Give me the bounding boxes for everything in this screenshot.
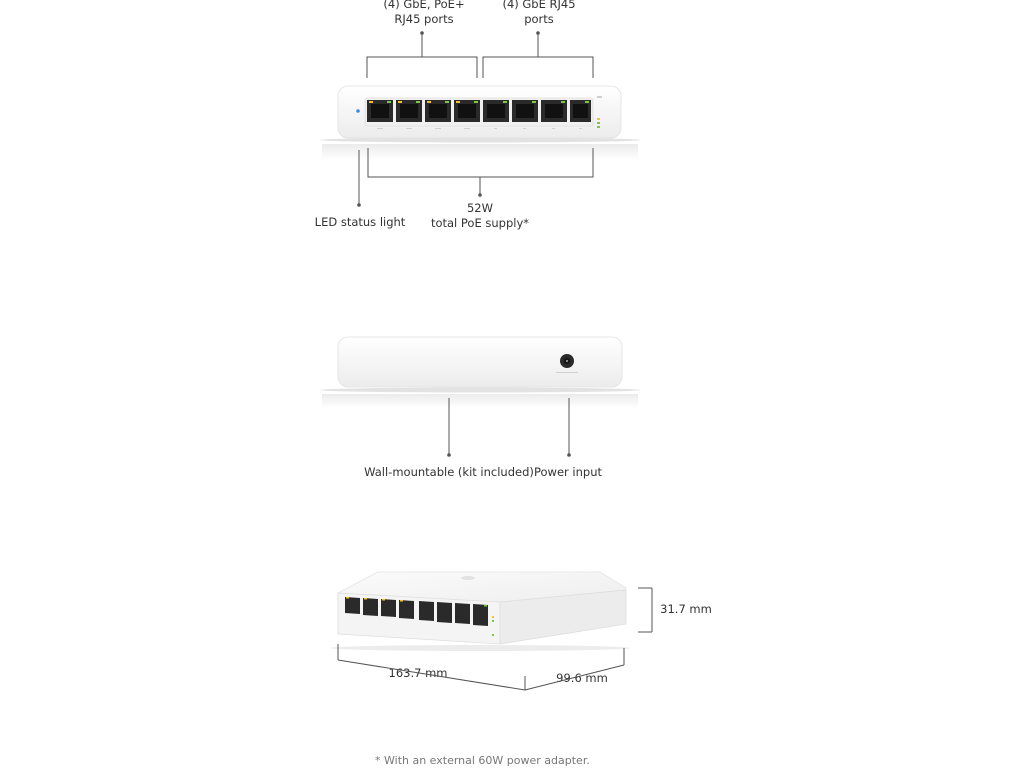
port-indicator-leds <box>597 96 602 128</box>
iso-port-group <box>345 597 494 636</box>
iso-right-face <box>499 589 627 645</box>
poe-ports-label: (4) GbE, PoE+ RJ45 ports <box>372 0 476 27</box>
depth-dimension-line <box>524 648 625 691</box>
back-view-device <box>320 336 640 457</box>
poe-supply-pointer-dot <box>478 193 482 197</box>
power-input-label: Power input <box>533 465 602 479</box>
poe-ports-label-line1: (4) GbE, PoE+ <box>383 0 465 11</box>
gbe-ports-label-line2: ports <box>524 12 554 26</box>
poe-supply-label: 52W total PoE supply* <box>420 201 540 231</box>
footnote: * With an external 60W power adapter. <box>375 754 590 767</box>
gbe-ports-label-line1: (4) GbE RJ45 <box>502 0 576 11</box>
wall-mount-label: Wall-mountable (kit included) <box>364 465 534 479</box>
wall-mount-pointer-dot <box>447 453 451 457</box>
rj45-port-3 <box>425 100 451 122</box>
front-device-reflection <box>322 144 638 160</box>
poe-supply-label-line1: 52W <box>466 201 493 215</box>
power-input-pointer-dot <box>567 453 571 457</box>
height-dimension-line <box>638 587 653 633</box>
depth-dimension-label: 99.6 mm <box>556 671 608 685</box>
isometric-view-device <box>330 571 653 691</box>
rj45-port-6 <box>512 100 538 122</box>
poe-ports-pointer-dot <box>420 31 424 35</box>
rj45-port-4 <box>454 100 480 122</box>
poe-ports-label-line2: RJ45 ports <box>394 12 454 26</box>
front-port-group <box>367 100 591 122</box>
gbe-ports-label: (4) GbE RJ45 ports <box>487 0 591 27</box>
rj45-port-1 <box>367 100 393 122</box>
led-status-label: LED status light <box>314 215 406 229</box>
rj45-port-8 <box>570 100 591 122</box>
width-dimension-line <box>337 644 526 691</box>
front-view-device <box>320 31 640 207</box>
poe-supply-bracket <box>367 148 594 195</box>
back-device-body <box>337 336 623 388</box>
rj45-port-5 <box>483 100 509 122</box>
gbe-ports-bracket <box>482 33 594 78</box>
rj45-port-2 <box>396 100 422 122</box>
poe-ports-bracket <box>366 33 478 78</box>
back-device-reflection <box>322 394 638 408</box>
power-jack-icon <box>556 354 578 373</box>
status-led <box>356 109 360 113</box>
rj45-port-7 <box>541 100 567 122</box>
led-pointer-dot <box>357 203 361 207</box>
poe-supply-label-line2: total PoE supply* <box>430 216 530 230</box>
height-dimension-label: 31.7 mm <box>660 602 712 616</box>
gbe-ports-pointer-dot <box>536 31 540 35</box>
